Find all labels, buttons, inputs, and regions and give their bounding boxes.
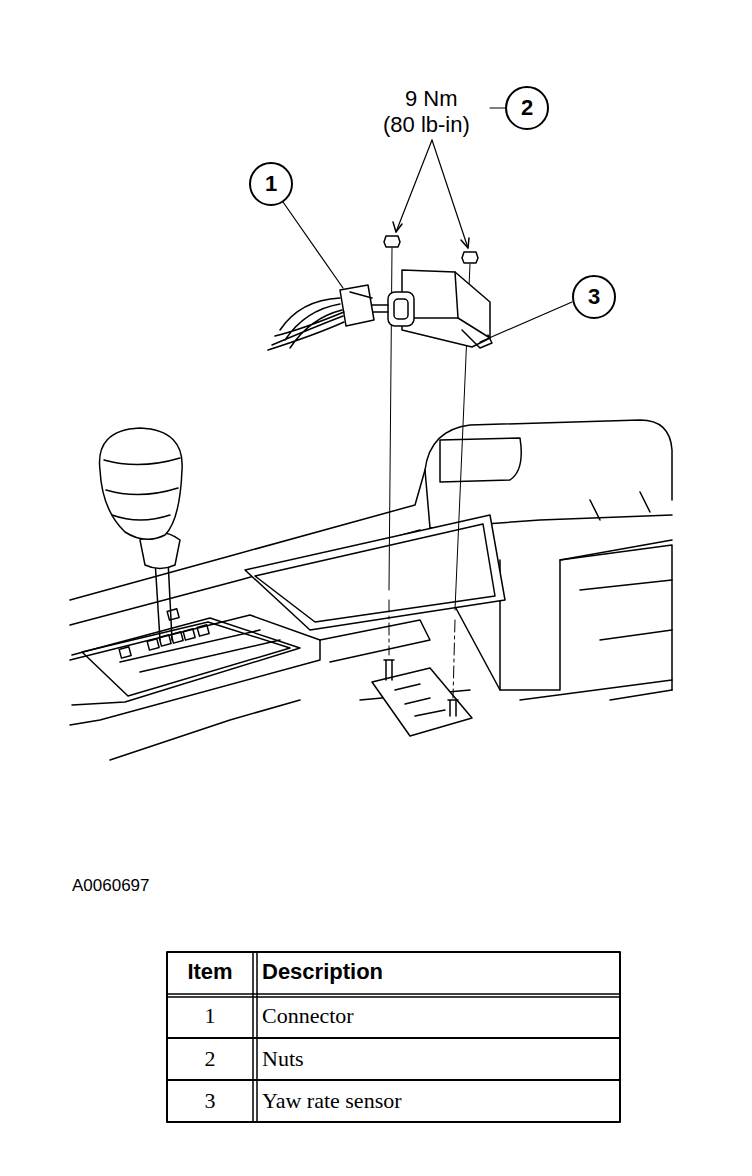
console-part [590,492,650,520]
stud-centerlines-part [453,620,455,698]
table-cell: Yaw rate sensor [262,1088,402,1113]
shifter-part [100,428,183,539]
callout-circle: 3 [572,275,616,319]
shifter-part [167,609,179,620]
parts-table-part [253,952,257,1122]
figure-code: A0060697 [72,876,150,896]
table-header: Item [167,959,253,984]
shifter-part [147,639,159,650]
leader-lines-part [480,302,572,342]
yaw-rate-sensor-part [455,272,490,338]
shifter-part [159,635,171,646]
stud-centerlines-part [389,600,390,655]
leader-lines-part [461,238,469,248]
parts-table-part [167,952,620,1122]
leader-lines-part [490,107,505,108]
yaw-rate-sensor-part [388,292,414,326]
shifter-part [72,618,300,705]
parts-table-part [167,994,620,997]
table-cell: 1 [167,1003,253,1028]
console-part [245,515,505,630]
leader-lines-part [283,202,343,288]
callout-number: 2 [521,97,533,119]
callout-circle: 1 [249,162,293,206]
shifter-part [155,560,172,640]
table-cell: 3 [167,1088,253,1113]
torque-value: (80 lb-in) [383,112,470,137]
console-part [440,438,521,482]
shifter-part [119,647,131,658]
table-cell: Nuts [262,1046,304,1071]
table-cell: 2 [167,1046,253,1071]
console-part [425,470,672,528]
connector-part [268,298,344,350]
console-part [560,545,672,690]
leader-lines-part [393,222,402,232]
shifter [72,428,300,705]
leader-lines-part [432,140,468,248]
console-part [70,615,320,725]
shifter-part [104,458,180,520]
connector [268,285,388,350]
shifter-part [197,625,209,636]
shifter-part [183,629,195,640]
console [70,420,672,760]
shifter-part [171,632,183,643]
leader-lines-part [396,140,432,232]
mounting-bracket-part [448,700,458,716]
parts-table [167,952,620,1122]
torque-value: 9 Nm [405,86,458,111]
mounting-bracket-part [372,668,472,736]
callout-circle: 2 [505,86,549,130]
callout-number: 1 [265,173,277,195]
yaw-rate-sensor-part [402,270,490,347]
table-header: Description [262,959,383,984]
yaw-rate-sensor [388,270,492,348]
console-part [255,524,495,622]
callout-number: 3 [588,286,600,308]
nuts-part [384,236,400,247]
nuts-part [462,252,478,263]
connector-part [350,292,372,298]
mounting-bracket-part [384,660,394,680]
mounting-bracket-part [395,684,445,716]
leader-lines [283,108,572,342]
nuts [384,236,478,263]
parts-table-part [167,1038,620,1080]
shifter-part [82,622,290,696]
mounting-bracket [372,660,472,736]
connector-part [340,285,374,326]
console-part [320,620,430,662]
connector-part [372,305,388,312]
console-part [580,580,672,700]
table-cell: Connector [262,1003,354,1028]
yaw-rate-sensor-part [394,299,408,319]
